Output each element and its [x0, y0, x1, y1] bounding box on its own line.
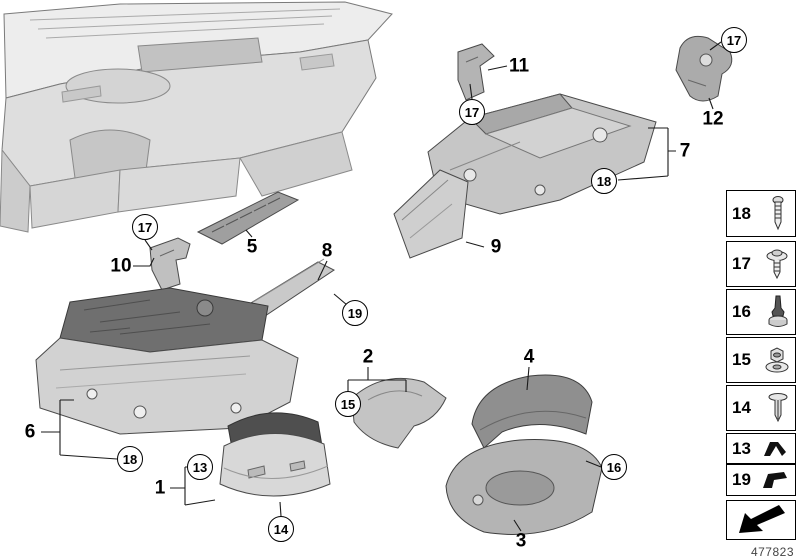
- part-label-5[interactable]: 5: [246, 236, 258, 258]
- part-label-7[interactable]: 7: [679, 140, 691, 162]
- part-label-8[interactable]: 8: [321, 240, 333, 262]
- retaining-clip-icon: [763, 472, 787, 488]
- fastener-callout-19-a[interactable]: 19: [342, 300, 368, 326]
- part-label-3[interactable]: 3: [515, 530, 527, 552]
- leader-lines: [41, 41, 722, 532]
- part-5-illustration: [196, 191, 300, 245]
- part-label-6[interactable]: 6: [24, 421, 36, 443]
- captive-nut-icon: [765, 347, 789, 373]
- part-label-2[interactable]: 2: [362, 346, 374, 368]
- screw-washer-icon: [766, 249, 788, 280]
- spring-clip-icon: [764, 441, 786, 456]
- part-label-11[interactable]: 11: [508, 55, 530, 77]
- legend-item-14[interactable]: 14: [726, 385, 796, 431]
- drawing-number: 477823: [750, 545, 794, 559]
- part-3-illustration: [445, 439, 603, 535]
- front-direction-arrow-icon: [739, 505, 785, 533]
- fastener-callout-18-a[interactable]: 18: [591, 168, 617, 194]
- part-6-illustration: [35, 287, 299, 435]
- legend-item-16[interactable]: 16: [726, 289, 796, 335]
- fastener-callout-17-b[interactable]: 17: [721, 27, 747, 53]
- legend-item-15[interactable]: 15: [726, 337, 796, 383]
- part-1-illustration: [219, 412, 331, 497]
- legend-number: 14: [732, 398, 751, 417]
- direction-arrow-box: [726, 500, 796, 540]
- fastener-callout-13-a[interactable]: 13: [187, 454, 213, 480]
- legend-item-17[interactable]: 17: [726, 241, 796, 287]
- fastener-callout-18-b[interactable]: 18: [117, 446, 143, 472]
- part-7-illustration: [427, 93, 657, 215]
- fastener-callout-15-a[interactable]: 15: [335, 391, 361, 417]
- part-label-9[interactable]: 9: [490, 236, 502, 258]
- part-4-illustration: [471, 374, 593, 449]
- fastener-callout-14-a[interactable]: 14: [268, 516, 294, 542]
- part-11-illustration: [457, 43, 495, 101]
- part-label-4[interactable]: 4: [523, 346, 535, 368]
- fastener-callout-16-a[interactable]: 16: [601, 454, 627, 480]
- legend-number: 16: [732, 302, 751, 321]
- rubber-buffer-icon: [768, 295, 788, 327]
- expansion-rivet-icon: [768, 393, 788, 423]
- part-9-illustration: [393, 169, 469, 259]
- legend-item-13[interactable]: 13: [726, 433, 796, 464]
- legend-number: 18: [732, 203, 751, 223]
- part-10-illustration: [149, 237, 191, 291]
- part-label-1[interactable]: 1: [154, 477, 166, 499]
- legend-item-19[interactable]: 19: [726, 464, 796, 496]
- stud-pin-icon: [772, 195, 784, 230]
- legend-number: 17: [732, 254, 751, 273]
- legend-number: 15: [732, 350, 751, 369]
- part-2-illustration: [351, 377, 447, 449]
- legend-number: 19: [732, 470, 751, 489]
- legend-number: 13: [732, 438, 751, 458]
- legend-item-18[interactable]: 18: [726, 190, 796, 237]
- part-12-illustration: [675, 35, 733, 102]
- fastener-callout-17-a[interactable]: 17: [459, 99, 485, 125]
- instrument-panel-illustration: [0, 1, 393, 233]
- part-label-10[interactable]: 10: [110, 255, 132, 277]
- part-label-12[interactable]: 12: [702, 108, 724, 130]
- fastener-callout-17-c[interactable]: 17: [132, 214, 158, 240]
